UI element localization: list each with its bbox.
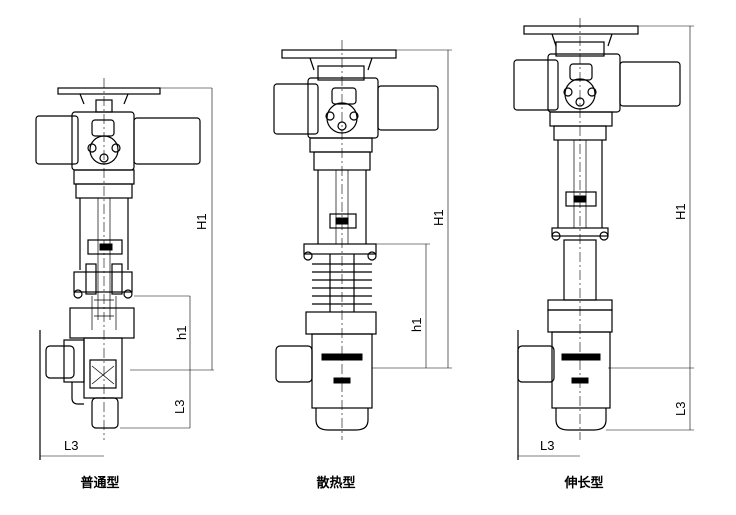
h1-total-label: H1: [194, 213, 209, 230]
valve-standard: H1 h1 L3 L3 普通型: [35, 78, 214, 490]
motor-housing: [35, 115, 79, 165]
valve-body: [69, 307, 135, 339]
h1-total-label: H1: [673, 203, 688, 220]
handwheel: [281, 49, 397, 59]
handwheel: [57, 87, 161, 95]
l3-length-label: L3: [540, 438, 554, 453]
h1-total-label: H1: [431, 209, 446, 226]
valve-body: [551, 331, 611, 409]
indicator-dial: [89, 135, 119, 165]
h1-stem-label: h1: [409, 318, 424, 332]
valve-heat-dissipating: H1 h1 散热型: [273, 40, 452, 490]
valve-extended: H1 L3 L3 伸长型: [513, 18, 694, 490]
handwheel: [523, 25, 639, 35]
gearbox-housing: [133, 117, 201, 165]
gearbox-housing: [377, 85, 439, 131]
l3-length-label: L3: [64, 438, 78, 453]
l3-height-label: L3: [172, 400, 187, 414]
motor-housing: [273, 83, 319, 135]
caption-heat-dissipating: 散热型: [316, 475, 355, 490]
caption-extended: 伸长型: [563, 475, 603, 490]
caption-standard: 普通型: [80, 475, 119, 490]
cooling-fins: [312, 263, 372, 305]
gearbox-housing: [619, 61, 681, 107]
l3-height-label: L3: [673, 402, 688, 416]
h1-stem-label: h1: [174, 326, 189, 340]
motor-housing: [513, 59, 559, 111]
